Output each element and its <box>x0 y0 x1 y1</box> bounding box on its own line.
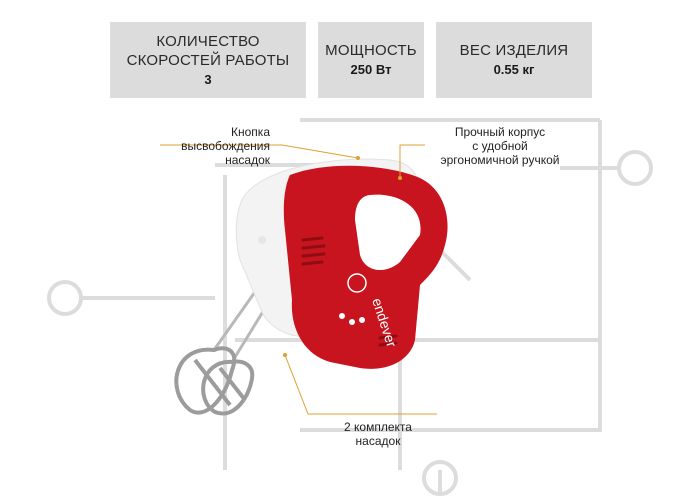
callout-body: Прочный корпус с удобной эргономичной ру… <box>425 125 575 167</box>
side-button <box>258 236 266 244</box>
speed-icons <box>339 313 365 325</box>
callout-beaters-line-2: насадок <box>355 434 401 448</box>
callout-beaters: 2 комплекта насадок <box>318 420 438 448</box>
callout-release-button: Кнопка высвобождения насадок <box>160 125 270 167</box>
spec-weight-label: ВЕС ИЗДЕЛИЯ <box>459 42 569 59</box>
beater-heads <box>174 346 255 416</box>
spec-speeds-label-line-1: КОЛИЧЕСТВО <box>156 32 260 50</box>
spec-weight-value: 0.55 кг <box>493 62 535 77</box>
vent-slots <box>301 236 398 347</box>
spec-speeds-value: 3 <box>204 71 212 87</box>
spec-speeds: КОЛИЧЕСТВО СКОРОСТЕЙ РАБОТЫ 3 <box>110 22 306 98</box>
callout-beaters-line-1: 2 комплекта <box>344 420 412 434</box>
spec-power: МОЩНОСТЬ 250 Вт <box>318 22 424 98</box>
spec-power-label: МОЩНОСТЬ <box>325 42 417 59</box>
callout-release-line-3: насадок <box>225 153 270 167</box>
mixer-handle-opening <box>355 194 421 271</box>
callout-release-line-1: Кнопка <box>231 125 270 139</box>
callout-body-line-1: Прочный корпус <box>454 125 546 139</box>
spec-power-value: 250 Вт <box>350 62 392 77</box>
callout-body-line-2: с удобной <box>472 139 528 153</box>
spec-speeds-label-line-2: СКОРОСТЕЙ РАБОТЫ <box>126 51 290 69</box>
callout-release-line-2: высвобождения <box>181 139 270 153</box>
spec-weight: ВЕС ИЗДЕЛИЯ 0.55 кг <box>436 22 592 98</box>
mixer-logo-emblem <box>347 273 367 293</box>
callout-body-line-3: эргономичной ручкой <box>440 153 560 167</box>
